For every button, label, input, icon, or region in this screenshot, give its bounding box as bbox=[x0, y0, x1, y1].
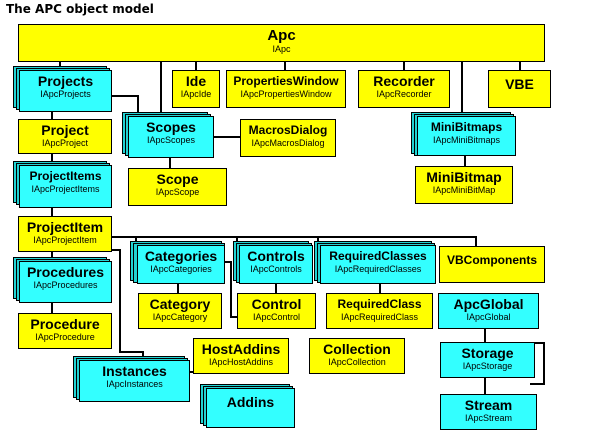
node-properties-window-interface: IApcPropertiesWindow bbox=[240, 89, 332, 99]
node-vbe[interactable]: VBE bbox=[488, 70, 551, 108]
node-instances-name: Instances bbox=[102, 363, 167, 379]
node-collection-name: Collection bbox=[323, 341, 391, 357]
node-macros-dialog[interactable]: MacrosDialog IApcMacrosDialog bbox=[240, 119, 336, 157]
edge-projects-scopes bbox=[112, 95, 139, 116]
node-scope-interface: IApcScope bbox=[155, 187, 200, 197]
node-mini-bitmap-name: MiniBitmap bbox=[426, 169, 502, 185]
node-storage-name: Storage bbox=[461, 345, 514, 361]
node-storage[interactable]: Storage IApcStorage bbox=[440, 342, 535, 378]
node-ide[interactable]: Ide IApcIde bbox=[172, 70, 220, 108]
node-stream[interactable]: Stream IApcStream bbox=[440, 394, 537, 430]
node-control-name: Control bbox=[251, 296, 302, 312]
node-category-name: Category bbox=[149, 296, 211, 312]
node-required-class[interactable]: RequiredClass IApcRequiredClass bbox=[326, 293, 433, 329]
node-stream-name: Stream bbox=[464, 397, 513, 413]
node-project[interactable]: Project IApcProject bbox=[18, 119, 112, 154]
node-instances-interface: IApcInstances bbox=[106, 379, 163, 389]
node-vb-components-name: VBComponents bbox=[447, 253, 537, 267]
node-mini-bitmap[interactable]: MiniBitmap IApcMiniBitMap bbox=[415, 166, 513, 204]
node-control-interface: IApcControl bbox=[252, 312, 301, 322]
node-projects-interface: IApcProjects bbox=[40, 89, 91, 99]
node-scopes-name: Scopes bbox=[146, 119, 196, 135]
node-required-class-name: RequiredClass bbox=[337, 297, 422, 311]
node-vbe-name: VBE bbox=[505, 76, 534, 92]
node-mini-bitmaps-interface: IApcMiniBitmaps bbox=[432, 135, 501, 145]
node-controls-name: Controls bbox=[247, 248, 305, 264]
node-controls-interface: IApcControls bbox=[250, 264, 302, 274]
node-required-classes[interactable]: RequiredClasses IApcRequiredClasses bbox=[320, 245, 436, 284]
node-storage-interface: IApcStorage bbox=[462, 361, 513, 371]
edge-projectitem-instances bbox=[112, 249, 144, 359]
node-host-addins-interface: IApcHostAddins bbox=[208, 357, 274, 367]
node-project-items-interface: IApcProjectItems bbox=[31, 184, 100, 194]
node-control[interactable]: Control IApcControl bbox=[237, 293, 316, 329]
node-category[interactable]: Category IApcCategory bbox=[138, 293, 222, 329]
node-apc-interface: IApc bbox=[272, 44, 291, 54]
node-addins-name: Addins bbox=[226, 394, 275, 410]
node-macros-dialog-name: MacrosDialog bbox=[248, 123, 328, 137]
node-apc[interactable]: Apc IApc bbox=[18, 24, 545, 62]
node-recorder[interactable]: Recorder IApcRecorder bbox=[358, 70, 450, 108]
node-project-items-name: ProjectItems bbox=[29, 169, 102, 183]
node-host-addins[interactable]: HostAddins IApcHostAddins bbox=[193, 338, 289, 374]
node-stream-interface: IApcStream bbox=[464, 413, 513, 423]
node-project-items[interactable]: ProjectItems IApcProjectItems bbox=[19, 165, 112, 208]
node-procedures[interactable]: Procedures IApcProcedures bbox=[19, 261, 112, 303]
node-scope[interactable]: Scope IApcScope bbox=[128, 168, 227, 206]
node-instances[interactable]: Instances IApcInstances bbox=[79, 360, 190, 402]
edge-storage-self bbox=[530, 342, 545, 385]
node-mini-bitmaps-name: MiniBitmaps bbox=[430, 120, 503, 134]
node-addins[interactable]: Addins bbox=[206, 388, 295, 428]
node-apc-global[interactable]: ApcGlobal IApcGlobal bbox=[438, 293, 539, 329]
node-controls[interactable]: Controls IApcControls bbox=[239, 245, 313, 284]
node-project-interface: IApcProject bbox=[41, 138, 89, 148]
node-procedures-name: Procedures bbox=[26, 264, 105, 280]
edge-categories-control bbox=[225, 261, 237, 318]
node-project-item-name: ProjectItem bbox=[26, 219, 104, 235]
node-macros-dialog-interface: IApcMacrosDialog bbox=[251, 138, 325, 148]
node-recorder-name: Recorder bbox=[373, 73, 435, 89]
node-vb-components[interactable]: VBComponents bbox=[439, 246, 545, 283]
node-projects-name: Projects bbox=[37, 73, 94, 89]
node-categories-interface: IApcCategories bbox=[150, 264, 212, 274]
node-procedure[interactable]: Procedure IApcProcedure bbox=[18, 313, 112, 349]
node-apc-name: Apc bbox=[267, 27, 296, 44]
node-collection-interface: IApcCollection bbox=[328, 357, 386, 367]
node-scopes-interface: IApcScopes bbox=[146, 135, 196, 145]
node-ide-name: Ide bbox=[185, 73, 207, 89]
node-categories-name: Categories bbox=[144, 248, 218, 264]
node-procedure-interface: IApcProcedure bbox=[35, 332, 95, 342]
node-required-class-interface: IApcRequiredClass bbox=[340, 312, 419, 322]
node-required-classes-interface: IApcRequiredClasses bbox=[334, 264, 422, 274]
node-scope-name: Scope bbox=[156, 171, 199, 187]
node-properties-window-name: PropertiesWindow bbox=[233, 74, 339, 88]
node-recorder-interface: IApcRecorder bbox=[376, 89, 432, 99]
node-categories[interactable]: Categories IApcCategories bbox=[137, 245, 225, 284]
node-collection[interactable]: Collection IApcCollection bbox=[309, 338, 405, 374]
edge-projectitem-bus bbox=[112, 236, 477, 246]
node-mini-bitmaps[interactable]: MiniBitmaps IApcMiniBitmaps bbox=[417, 116, 516, 156]
node-procedure-name: Procedure bbox=[30, 316, 100, 332]
node-apc-global-interface: IApcGlobal bbox=[466, 312, 511, 322]
node-procedures-interface: IApcProcedures bbox=[33, 280, 98, 290]
node-host-addins-name: HostAddins bbox=[201, 341, 281, 357]
node-mini-bitmap-interface: IApcMiniBitMap bbox=[432, 185, 496, 195]
node-apc-global-name: ApcGlobal bbox=[453, 296, 524, 312]
diagram-title: The APC object model bbox=[6, 2, 154, 16]
node-ide-interface: IApcIde bbox=[180, 89, 212, 99]
node-project-item-interface: IApcProjectItem bbox=[33, 235, 97, 245]
node-project-name: Project bbox=[41, 122, 89, 138]
node-projects[interactable]: Projects IApcProjects bbox=[19, 70, 112, 112]
node-project-item[interactable]: ProjectItem IApcProjectItem bbox=[18, 216, 112, 252]
node-category-interface: IApcCategory bbox=[152, 312, 208, 322]
node-required-classes-name: RequiredClasses bbox=[329, 249, 427, 263]
node-properties-window[interactable]: PropertiesWindow IApcPropertiesWindow bbox=[226, 70, 346, 108]
node-scopes[interactable]: Scopes IApcScopes bbox=[128, 116, 214, 158]
